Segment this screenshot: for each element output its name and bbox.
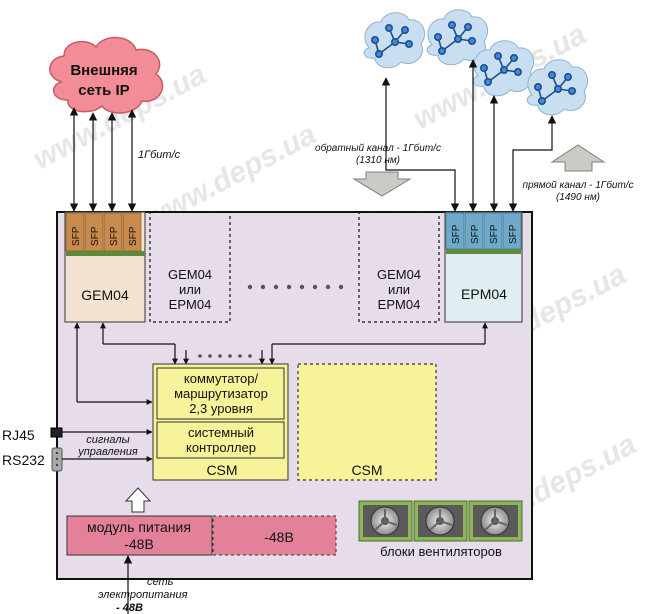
csm-module-2[interactable]: CSM: [297, 363, 437, 481]
switch-router-line3: 2,3 уровня: [189, 401, 253, 416]
return-channel-arrow: [352, 171, 412, 197]
csm-module-1[interactable]: коммутатор/ маршрутизатор 2,3 уровня сис…: [152, 363, 289, 481]
slot-3-label-line3: EPM04: [378, 297, 421, 312]
epm04-module[interactable]: SFP SFP SFP SFP EPM04: [444, 211, 523, 323]
slot-2-label-line1: GEM04: [168, 267, 212, 282]
sfp-port-group: SFP SFP SFP SFP: [65, 212, 145, 256]
system-controller-line1: системный: [188, 425, 254, 440]
sfp-label: SFP: [470, 224, 481, 244]
sfp-label: SFP: [489, 224, 500, 244]
forward-channel-label: прямой канал - 1Гбит/с: [522, 179, 633, 191]
return-channel-label: обратный канал - 1Гбит/с: [315, 142, 441, 154]
epm04-label: EPM04: [461, 286, 507, 302]
pon-cloud: [472, 40, 534, 97]
forward-channel-wavelength: (1490 нм): [556, 192, 600, 203]
ellipsis-dots: [247, 284, 344, 290]
pon-fiber-lines: [381, 59, 557, 212]
sfp-label: SFP: [128, 226, 139, 246]
gem04-module[interactable]: SFP SFP SFP SFP GEM04: [64, 211, 146, 323]
sfp-stripe: [446, 249, 521, 254]
fan-unit[interactable]: [468, 500, 523, 542]
fan-unit[interactable]: [413, 500, 468, 542]
power-input-line3: - 48В: [116, 602, 143, 614]
rj45-port[interactable]: [50, 427, 63, 438]
pon-cloud: [426, 9, 488, 66]
pon-cloud: [363, 12, 425, 69]
gem04-label: GEM04: [81, 287, 129, 303]
system-controller-block: [156, 421, 285, 459]
external-ip-network-cloud: Внешняя сеть IP: [49, 36, 164, 114]
switch-router-line2: маршрутизатор: [174, 386, 268, 401]
slot-2-label-line3: EPM04: [169, 297, 212, 312]
control-signals-line1: сигналы: [86, 434, 129, 446]
fan-units: блоки вентиляторов: [358, 500, 523, 559]
fan-unit[interactable]: [358, 500, 413, 542]
management-ports: RJ45 RS232: [2, 427, 63, 472]
external-network-title: Внешняя: [70, 62, 137, 79]
switch-router-block: [156, 367, 285, 420]
switch-router-line1: коммутатор/: [184, 371, 259, 386]
internal-bus: [74, 322, 488, 405]
module-slot-2: [149, 211, 231, 323]
external-network-subtitle: сеть IP: [78, 82, 129, 99]
power-module-line2: -48В: [124, 536, 154, 552]
sfp-label: SFP: [90, 226, 101, 246]
slot-3-label-line2: или: [388, 282, 410, 297]
sfp-label: SFP: [109, 226, 120, 246]
power-module-1[interactable]: модуль питания -48В: [66, 515, 213, 556]
slot-3-label-line1: GEM04: [377, 267, 421, 282]
control-signal-lines: [62, 429, 153, 462]
rs232-label: RS232: [2, 452, 45, 468]
sfp-port-group: SFP SFP SFP SFP: [445, 212, 522, 254]
rj45-label: RJ45: [2, 427, 35, 443]
csm-1-label: CSM: [206, 462, 237, 478]
power-supply-arrow: [124, 487, 152, 513]
system-controller-line2: контроллер: [186, 440, 256, 455]
pon-network-clouds: [363, 9, 588, 116]
forward-channel-arrow: [550, 144, 606, 172]
bus-dots: [198, 354, 252, 358]
pon-cloud: [526, 59, 588, 116]
power-module-2-label: -48В: [264, 529, 294, 545]
power-input-line2: электропитания: [98, 589, 188, 601]
control-signals-line2: управления: [77, 446, 138, 458]
power-module-2[interactable]: -48В: [212, 515, 337, 556]
uplink-speed-label: 1Гбит/с: [138, 149, 181, 161]
return-channel-wavelength: (1310 нм): [356, 155, 400, 166]
csm-2-label: CSM: [351, 462, 382, 478]
sfp-stripe: [66, 251, 145, 256]
fans-label: блоки вентиляторов: [380, 544, 502, 559]
sfp-label: SFP: [71, 226, 82, 246]
power-module-line1: модуль питания: [87, 519, 191, 535]
power-input-line1: сеть: [147, 576, 174, 588]
sfp-label: SFP: [508, 224, 519, 244]
slot-2-label-line2: или: [179, 282, 201, 297]
uplink-lines: [69, 107, 137, 212]
module-slot-3: [358, 211, 440, 323]
sfp-label: SFP: [451, 224, 462, 244]
